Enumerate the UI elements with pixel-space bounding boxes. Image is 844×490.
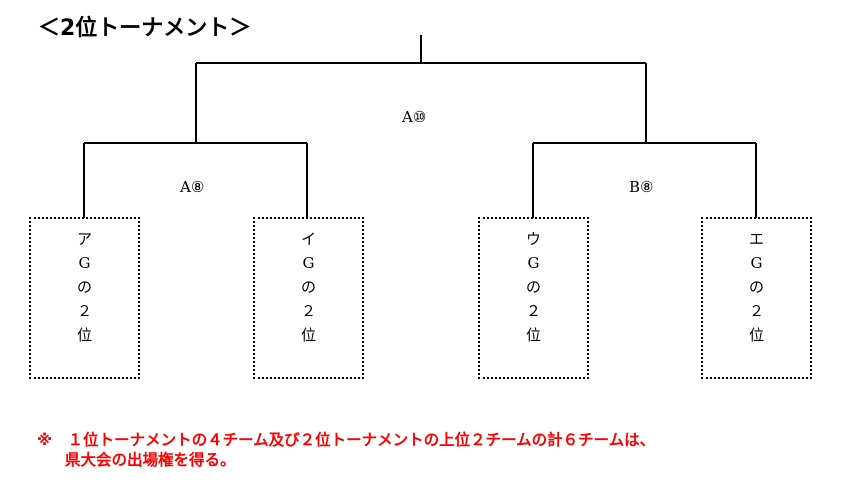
footnote-line-2: 県大会の出場権を得る。 (65, 451, 236, 469)
page-title: ＜2位トーナメント＞ (38, 16, 252, 41)
match-final-label: A⑩ (402, 108, 427, 126)
match-left-label: A⑧ (180, 178, 205, 196)
footnote: ※ １位トーナメントの４チーム及び２位トーナメントの上位２チームの計６チームは、… (37, 430, 655, 470)
footnote-line-1: ※ １位トーナメントの４チーム及び２位トーナメントの上位２チームの計６チームは、 (37, 431, 656, 449)
match-right-label: B⑧ (629, 178, 654, 196)
